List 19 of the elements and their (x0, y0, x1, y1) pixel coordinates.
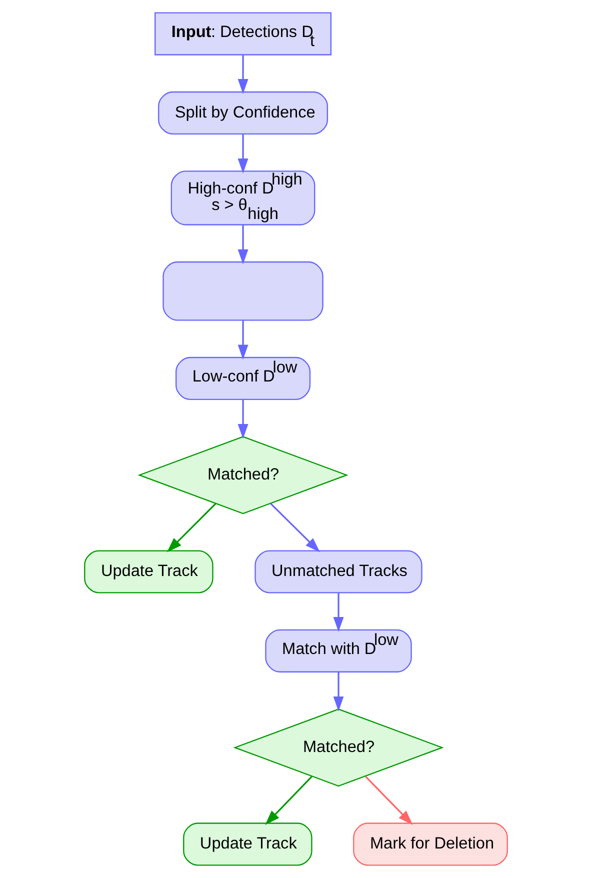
arrow (238, 320, 248, 360)
arrow (238, 400, 248, 439)
arrow (365, 776, 413, 825)
arrow (333, 593, 344, 632)
node-box: Mark for Deletion (353, 822, 508, 866)
arrow (238, 224, 248, 264)
arrow (238, 134, 248, 174)
node-box: Unmatched Tracks (254, 550, 422, 594)
arrow (238, 55, 248, 94)
arrow (333, 672, 344, 712)
arrow (166, 502, 216, 552)
node-box: Split by Confidence (158, 91, 328, 134)
arrow (265, 776, 312, 826)
node-diamond: Matched? (138, 436, 348, 514)
node-box: Update Track (183, 822, 312, 866)
node-box (162, 261, 324, 321)
arrow (270, 502, 320, 552)
node-box: Update Track (84, 550, 214, 594)
node-diamond: Matched? (233, 708, 444, 787)
